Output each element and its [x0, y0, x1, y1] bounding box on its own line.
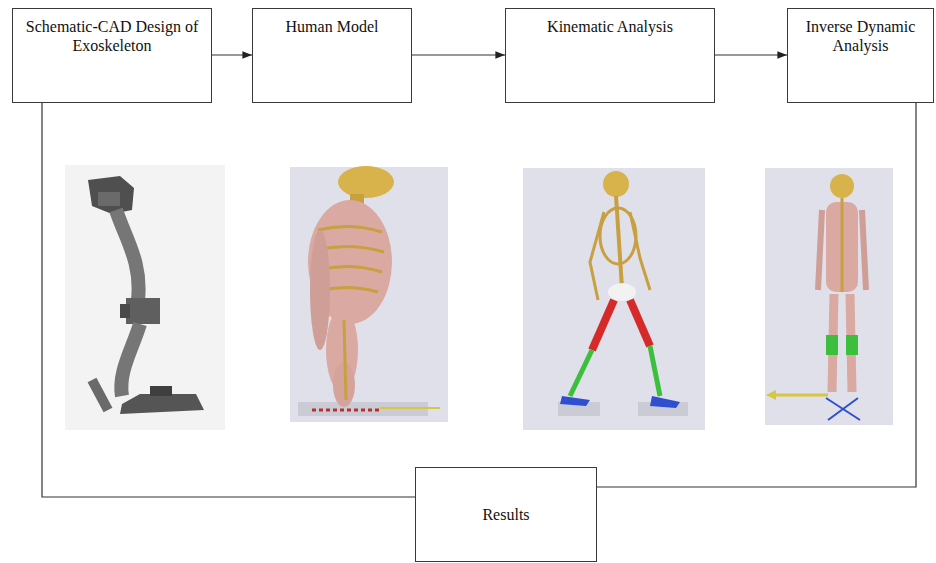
cad-exoskeleton [65, 165, 225, 430]
process-box: Human Model [252, 8, 412, 103]
thigh-segment [592, 300, 614, 350]
arm [590, 212, 604, 300]
render-ground [523, 168, 705, 430]
human-model-figure [290, 166, 448, 422]
box-label: Schematic-CAD Design of Exoskeleton [19, 17, 205, 55]
leg-bone [344, 320, 346, 400]
shank-link [121, 324, 140, 396]
shank-segment [650, 346, 660, 396]
kinematic-figure [523, 168, 705, 430]
process-box: Schematic-CAD Design of Exoskeleton [12, 8, 212, 103]
foot [560, 396, 590, 406]
exo-cuff [846, 335, 858, 355]
shank-segment [570, 350, 592, 396]
force-arrowhead [766, 390, 776, 400]
box-label: Human Model [286, 17, 379, 36]
connector [212, 54, 252, 55]
box-label: Results [482, 505, 529, 524]
ankle-block [150, 386, 172, 396]
skull [830, 174, 854, 198]
process-box: Kinematic Analysis [505, 8, 715, 103]
knee-joint [126, 298, 160, 324]
foot-plate [120, 394, 204, 414]
spine [841, 198, 844, 292]
process-box: Inverse Dynamic Analysis [787, 8, 934, 103]
reaction-vectors [826, 398, 860, 420]
arm [630, 212, 650, 290]
arm [862, 210, 866, 290]
knee-clamp [120, 304, 130, 318]
render-ground [290, 167, 448, 422]
exo-cuff [826, 335, 838, 355]
connector [597, 103, 916, 487]
connector [412, 54, 505, 55]
box-label: Kinematic Analysis [547, 17, 673, 36]
inverse-dynamics-figure [765, 168, 893, 425]
arm [818, 210, 822, 290]
skull [338, 166, 394, 198]
hip-joint [98, 192, 120, 206]
foot-contacts [312, 409, 380, 412]
render-ground [65, 165, 225, 430]
thigh-segment [630, 300, 650, 346]
render-ground [765, 168, 893, 425]
connector [715, 54, 787, 55]
heel-strut [92, 380, 108, 410]
box-label: Inverse Dynamic Analysis [794, 17, 927, 55]
arm-muscles [310, 230, 330, 350]
foot [650, 396, 680, 408]
force-vector [380, 407, 440, 409]
connector [42, 103, 415, 497]
pelvis [608, 283, 636, 301]
result-box: Results [415, 467, 597, 562]
skull [603, 171, 629, 197]
hip-block [88, 176, 134, 214]
thigh-link [116, 210, 139, 300]
force-vector [772, 394, 828, 397]
